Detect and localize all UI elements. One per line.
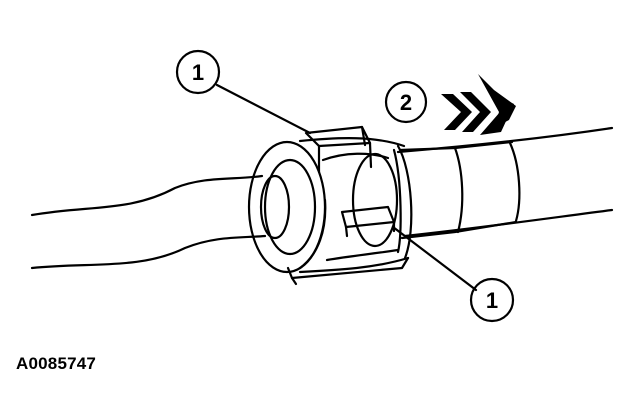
- callout-label-1-bottom: 1: [486, 288, 498, 313]
- right-tube: [396, 126, 614, 238]
- retaining-clip-bottom: [340, 205, 396, 238]
- fitting-body: [298, 137, 413, 274]
- leader-line-bottom: [391, 225, 478, 292]
- direction-arrow-icon: [441, 74, 516, 135]
- callout-circle-2: [384, 80, 428, 124]
- left-tube: [30, 174, 291, 270]
- fitting-ring: [247, 140, 327, 274]
- callout-circle-1-bottom: [469, 277, 515, 323]
- callout-circle-1-top: [175, 49, 221, 95]
- figure-id: A0085747: [16, 354, 97, 373]
- callout-label-2: 2: [400, 90, 412, 115]
- callout-label-1-top: 1: [192, 60, 204, 85]
- tube-sleeve: [398, 140, 521, 240]
- clip-channel: [286, 256, 410, 286]
- leader-line-top: [215, 83, 312, 135]
- retaining-clip-top: [304, 125, 373, 174]
